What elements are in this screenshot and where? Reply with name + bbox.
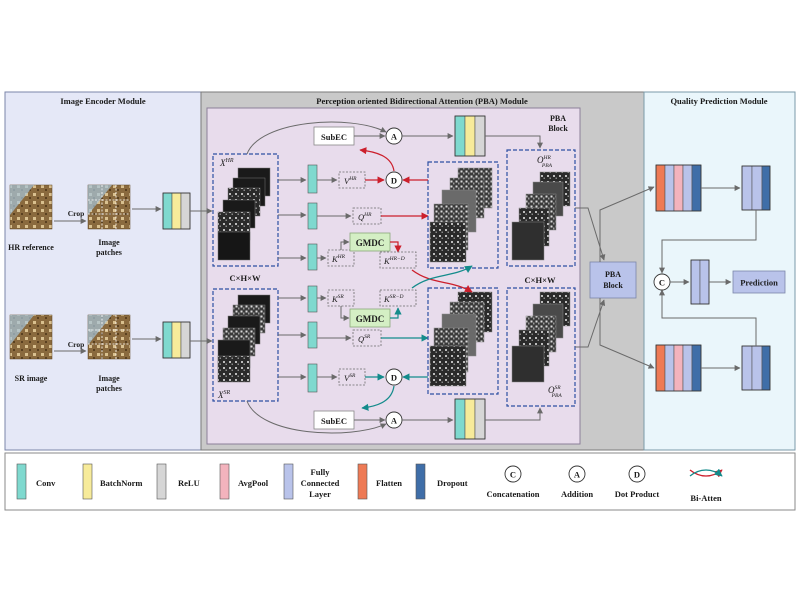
quality-title: Quality Prediction Module bbox=[670, 96, 767, 106]
legend-conv-swatch bbox=[16, 463, 27, 500]
pba-block-outer-label-2: Block bbox=[603, 281, 623, 290]
encoder-panel bbox=[4, 91, 202, 451]
o-sr-dims: C×H×W bbox=[525, 275, 556, 285]
q-sr-label: QSR bbox=[358, 334, 371, 344]
encoder-title: Image Encoder Module bbox=[60, 96, 146, 106]
legend-addition-label: Addition bbox=[561, 489, 593, 499]
pba-conv-blocks bbox=[307, 164, 318, 393]
legend-dot-icon-label: D bbox=[634, 470, 640, 480]
o-hr-feature-maps bbox=[511, 171, 571, 261]
addition-hr-label: A bbox=[391, 132, 398, 142]
gmdc-hr-label: GMDC bbox=[356, 238, 385, 248]
hr-attention-frame bbox=[427, 161, 499, 269]
legend-concat-label: Concatenation bbox=[487, 489, 540, 499]
pba-block bbox=[589, 261, 637, 299]
legend-batchnorm-label: BatchNorm bbox=[100, 478, 143, 488]
pba-title: Perception oriented Bidirectional Attent… bbox=[316, 96, 528, 106]
pba-block-label-2: Block bbox=[548, 124, 568, 133]
k-sr-label: KSR bbox=[331, 294, 344, 304]
legend-fc-label-3: Layer bbox=[309, 489, 331, 499]
legend-flatten-swatch bbox=[357, 463, 368, 500]
hr-encoder-layers bbox=[162, 192, 191, 230]
legend-dot-label: Dot Product bbox=[615, 489, 660, 499]
crop-label-hr: Crop bbox=[68, 209, 85, 218]
sr-fc-layers bbox=[741, 345, 771, 391]
subec-sr-label: SubEC bbox=[321, 416, 347, 426]
legend-addition-icon-label: A bbox=[574, 470, 581, 480]
sr-attention-maps bbox=[429, 291, 493, 387]
hr-fc-layers bbox=[741, 165, 771, 211]
sr-image-label: SR image bbox=[15, 374, 48, 383]
k-hr-d-label: KHR−D bbox=[383, 256, 405, 266]
legend-fc-swatch bbox=[283, 463, 294, 500]
dot-product-hr bbox=[385, 171, 403, 189]
v-hr-label: VHR bbox=[344, 176, 357, 186]
legend-dropout-label: Dropout bbox=[437, 478, 468, 488]
prediction-box bbox=[732, 270, 786, 294]
k-hr-label: KHR bbox=[331, 254, 346, 264]
legend-relu-swatch bbox=[156, 463, 167, 500]
legend-dropout-swatch bbox=[415, 463, 426, 500]
legend-bi-atten-icon bbox=[689, 468, 723, 478]
subec-hr-label: SubEC bbox=[321, 132, 347, 142]
legend-panel bbox=[4, 452, 796, 511]
hr-reference-label: HR reference bbox=[8, 243, 54, 252]
legend-relu-label: ReLU bbox=[178, 478, 200, 488]
v-sr-label: VSR bbox=[344, 373, 356, 383]
prediction-label: Prediction bbox=[740, 278, 778, 288]
crop-label-sr: Crop bbox=[68, 340, 85, 349]
dot-product-sr bbox=[385, 368, 403, 386]
hr-patches-label-2: patches bbox=[96, 248, 122, 257]
legend-batchnorm-swatch bbox=[82, 463, 93, 500]
pba-block-outer-label-1: PBA bbox=[605, 270, 621, 279]
dot-product-sr-label: D bbox=[391, 373, 397, 383]
legend-concat-icon-label: C bbox=[510, 470, 516, 480]
legend-avgpool-label: AvgPool bbox=[238, 478, 269, 488]
pba-block-label-1: PBA bbox=[550, 114, 566, 123]
o-sr-feature-maps bbox=[511, 291, 571, 383]
gmdc-sr-label: GMDC bbox=[356, 314, 385, 324]
final-fc-layers bbox=[690, 259, 710, 305]
hr-head-layers bbox=[655, 164, 702, 212]
legend-concat-icon bbox=[504, 465, 522, 483]
addition-sr-label: A bbox=[391, 416, 398, 426]
x-sr-feature-maps bbox=[217, 294, 271, 383]
sr-encoder-layers bbox=[162, 321, 191, 359]
x-hr-dims: C×H×W bbox=[230, 273, 261, 283]
sr-patches-label-2: patches bbox=[96, 384, 122, 393]
hr-output-layers bbox=[454, 115, 486, 157]
x-hr-label: XHR bbox=[219, 158, 234, 168]
k-sr-d-label: KSR−D bbox=[383, 294, 403, 304]
sr-output-layers bbox=[454, 398, 486, 440]
legend-dot-icon bbox=[628, 465, 646, 483]
k-sr-d-box bbox=[379, 289, 417, 307]
bi-atten-curve-teal bbox=[411, 265, 473, 289]
sr-attention-frame bbox=[427, 287, 499, 395]
legend-avgpool-swatch bbox=[219, 463, 230, 500]
legend-bi-atten-label: Bi-Atten bbox=[690, 493, 721, 503]
legend-addition-icon bbox=[568, 465, 586, 483]
x-hr-frame bbox=[212, 153, 279, 267]
dot-product-hr-label: D bbox=[391, 176, 397, 186]
x-sr-label: XSR bbox=[217, 390, 231, 400]
hr-attention-maps bbox=[429, 167, 493, 263]
hr-patches-label-1: Image bbox=[98, 238, 120, 247]
legend-fc-label-1: Fully bbox=[311, 467, 331, 477]
sr-patches-label-1: Image bbox=[98, 374, 120, 383]
concatenation-op-label: C bbox=[659, 278, 665, 288]
bi-atten-curve-red bbox=[411, 269, 473, 293]
sr-head-layers bbox=[655, 344, 702, 392]
x-hr-feature-maps bbox=[217, 167, 271, 261]
legend-fc-label-2: Connected bbox=[301, 478, 340, 488]
q-hr-label: QHR bbox=[358, 212, 372, 222]
legend-flatten-label: Flatten bbox=[376, 478, 402, 488]
k-hr-d-box bbox=[379, 251, 417, 269]
x-sr-frame bbox=[212, 288, 279, 402]
legend-conv-label: Conv bbox=[36, 478, 56, 488]
